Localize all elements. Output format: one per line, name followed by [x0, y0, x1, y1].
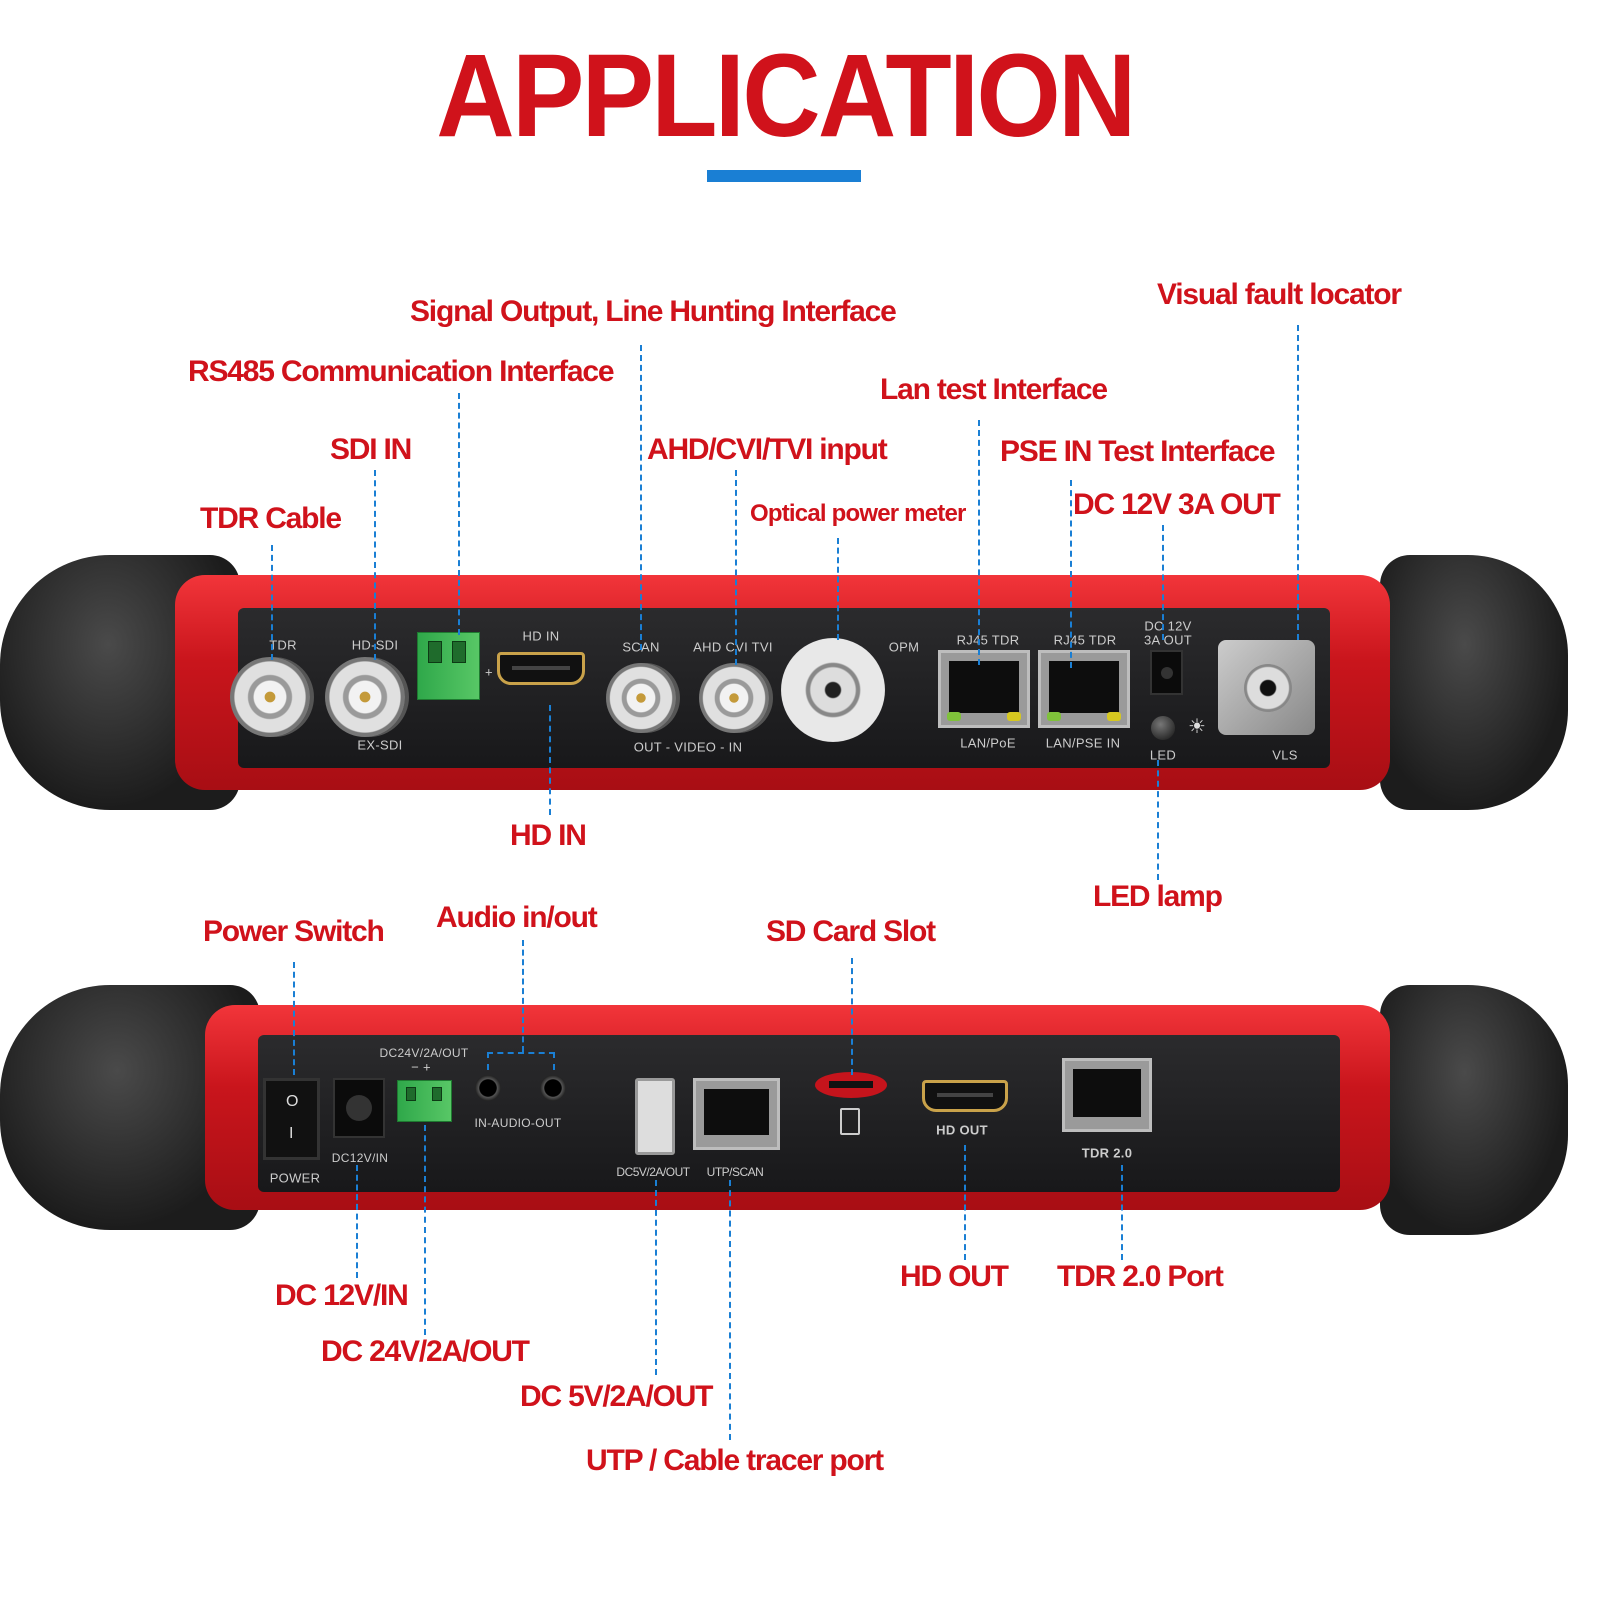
dc24v-label: DC24V/2A/OUT: [379, 1046, 469, 1060]
leader-utp: [729, 1180, 731, 1440]
leader-sdi-in: [374, 470, 376, 660]
usb-port[interactable]: [635, 1078, 675, 1155]
audio-in-jack[interactable]: [475, 1075, 501, 1101]
leader-opm: [837, 538, 839, 640]
leader-sd: [851, 958, 853, 1075]
callout-ahd-input: AHD/CVI/TVI input: [647, 433, 888, 466]
callout-hd-in: HD IN: [510, 819, 587, 852]
dc12v-in-jack[interactable]: [333, 1078, 385, 1138]
page-title: APPLICATION: [436, 30, 1136, 162]
leader-dc24v: [424, 1125, 426, 1335]
title-underline: [707, 170, 861, 182]
opm-connector[interactable]: [781, 638, 885, 742]
video-in-bnc-port[interactable]: [699, 663, 769, 733]
leader-power-switch: [293, 962, 295, 1075]
power-label: POWER: [269, 1170, 321, 1186]
leader-tdr-cable: [271, 545, 273, 660]
callout-dc12v-in: DC 12V/IN: [275, 1279, 409, 1312]
leader-audio-right: [553, 1052, 555, 1070]
3a-out-label: 3A OUT: [1143, 632, 1193, 648]
callout-lan-test: Lan test Interface: [880, 373, 1108, 406]
callout-led-lamp: LED lamp: [1093, 880, 1223, 913]
hd-sdi-bnc-port[interactable]: [325, 657, 405, 737]
leader-ahd: [735, 470, 737, 665]
hd-in-label: HD IN: [522, 628, 560, 644]
leader-led: [1157, 760, 1159, 880]
leader-rs485: [458, 393, 460, 635]
callout-pse-in: PSE IN Test Interface: [1000, 435, 1276, 468]
rj45-tdr-label-1: RJ45 TDR: [956, 632, 1020, 648]
scan-bnc-port[interactable]: [606, 663, 676, 733]
lightbulb-icon: ☀: [1188, 716, 1206, 738]
dc12v-in-label: DC12V/IN: [331, 1151, 389, 1165]
vfl-connector[interactable]: [1218, 640, 1315, 735]
callout-utp: UTP / Cable tracer port: [586, 1444, 884, 1477]
sd-card-icon: [840, 1108, 860, 1135]
leader-audio: [522, 940, 524, 1052]
utp-scan-port[interactable]: [693, 1078, 780, 1150]
video-label: OUT - VIDEO - IN: [633, 739, 743, 755]
dc5v-label: DC5V/2A/OUT: [616, 1165, 690, 1179]
callout-dc24v-out: DC 24V/2A/OUT: [321, 1335, 530, 1368]
dc12v-label: DC 12V: [1144, 618, 1192, 634]
callout-optical-power-meter: Optical power meter: [750, 500, 966, 527]
callout-sdi-in: SDI IN: [330, 433, 412, 466]
utp-scan-label: UTP/SCAN: [706, 1165, 764, 1179]
opm-label: OPM: [888, 639, 920, 655]
leader-hd-out: [964, 1145, 966, 1260]
switch-off-mark: I: [289, 1125, 294, 1142]
leader-tdr2: [1121, 1165, 1123, 1260]
hdmi-in-port[interactable]: [497, 652, 585, 685]
right-bumper: [1380, 985, 1568, 1235]
tdr2-label: TDR 2.0: [1081, 1145, 1133, 1161]
switch-on-mark: O: [286, 1093, 299, 1110]
leader-audio-left: [487, 1052, 489, 1070]
callout-tdr-cable: TDR Cable: [200, 502, 342, 535]
rj45-tdr-label-2: RJ45 TDR: [1053, 632, 1117, 648]
tdr-bnc-port[interactable]: [230, 657, 310, 737]
lan-pse-label: LAN/PSE IN: [1045, 735, 1121, 751]
dc24v-terminal[interactable]: [397, 1080, 452, 1122]
leader-dc5v: [655, 1180, 657, 1375]
callout-dc12v-out: DC 12V 3A OUT: [1073, 488, 1281, 521]
audio-out-jack[interactable]: [540, 1075, 566, 1101]
rj45-lan-poe-port[interactable]: [938, 650, 1030, 728]
polarity-label: − +: [411, 1059, 431, 1075]
callout-signal-output: Signal Output, Line Hunting Interface: [410, 295, 897, 328]
leader-hd-in: [549, 705, 551, 815]
sd-card-slot[interactable]: [815, 1072, 887, 1098]
leader-dc12v-out: [1162, 525, 1164, 640]
rs485-terminal[interactable]: [417, 632, 480, 700]
vls-label: VLS: [1272, 747, 1298, 763]
hd-out-label: HD OUT: [936, 1122, 988, 1138]
callout-audio: Audio in/out: [436, 901, 598, 934]
callout-visual-fault-locator: Visual fault locator: [1157, 278, 1402, 311]
leader-pse: [1070, 480, 1072, 668]
right-bumper: [1380, 555, 1568, 810]
callout-hd-out: HD OUT: [900, 1260, 1009, 1293]
callout-sd-card: SD Card Slot: [766, 915, 936, 948]
callout-rs485: RS485 Communication Interface: [188, 355, 615, 388]
ex-sdi-label: EX-SDI: [357, 737, 403, 753]
audio-label: IN-AUDIO-OUT: [474, 1116, 562, 1130]
led-label: LED: [1149, 747, 1177, 763]
rj45-lan-pse-port[interactable]: [1038, 650, 1130, 728]
dc12v-out-jack[interactable]: [1150, 650, 1183, 695]
callout-dc5v-out: DC 5V/2A/OUT: [520, 1380, 714, 1413]
leader-signal-output: [640, 345, 642, 650]
tdr2-rj45-port[interactable]: [1062, 1058, 1152, 1132]
leader-vfl: [1297, 325, 1299, 640]
leader-audio-bracket: [487, 1052, 555, 1054]
plus-label: +: [485, 664, 493, 680]
callout-power-switch: Power Switch: [203, 915, 385, 948]
callout-tdr2: TDR 2.0 Port: [1057, 1260, 1224, 1293]
ahd-cvi-tvi-label: AHD CVI TVI: [693, 639, 773, 655]
leader-dc12v-in: [356, 1165, 358, 1278]
hdmi-out-port[interactable]: [922, 1080, 1008, 1112]
lan-poe-label: LAN/PoE: [960, 735, 1016, 751]
led-lamp: [1151, 716, 1175, 740]
leader-lan-test: [978, 420, 980, 665]
tdr-label: TDR: [269, 637, 297, 653]
